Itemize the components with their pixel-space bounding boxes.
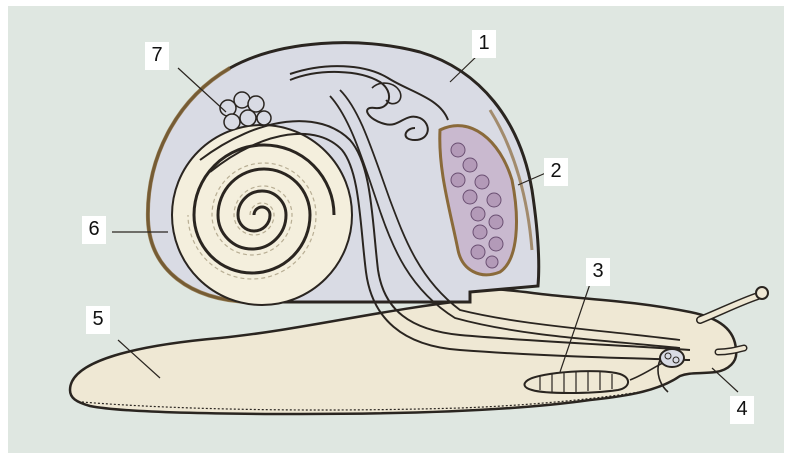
upper-tentacle-fill	[700, 296, 758, 320]
label-1: 1	[472, 30, 496, 58]
label-3: 3	[586, 258, 610, 286]
label-5: 5	[86, 306, 110, 334]
label-4: 4	[730, 396, 754, 424]
snail-foot	[70, 289, 736, 414]
label-7: 7	[145, 42, 169, 70]
label-6: 6	[82, 216, 106, 244]
digestive-gland-spiral	[172, 125, 352, 305]
eye-stalk-tip	[756, 287, 768, 299]
label-2: 2	[544, 158, 568, 186]
